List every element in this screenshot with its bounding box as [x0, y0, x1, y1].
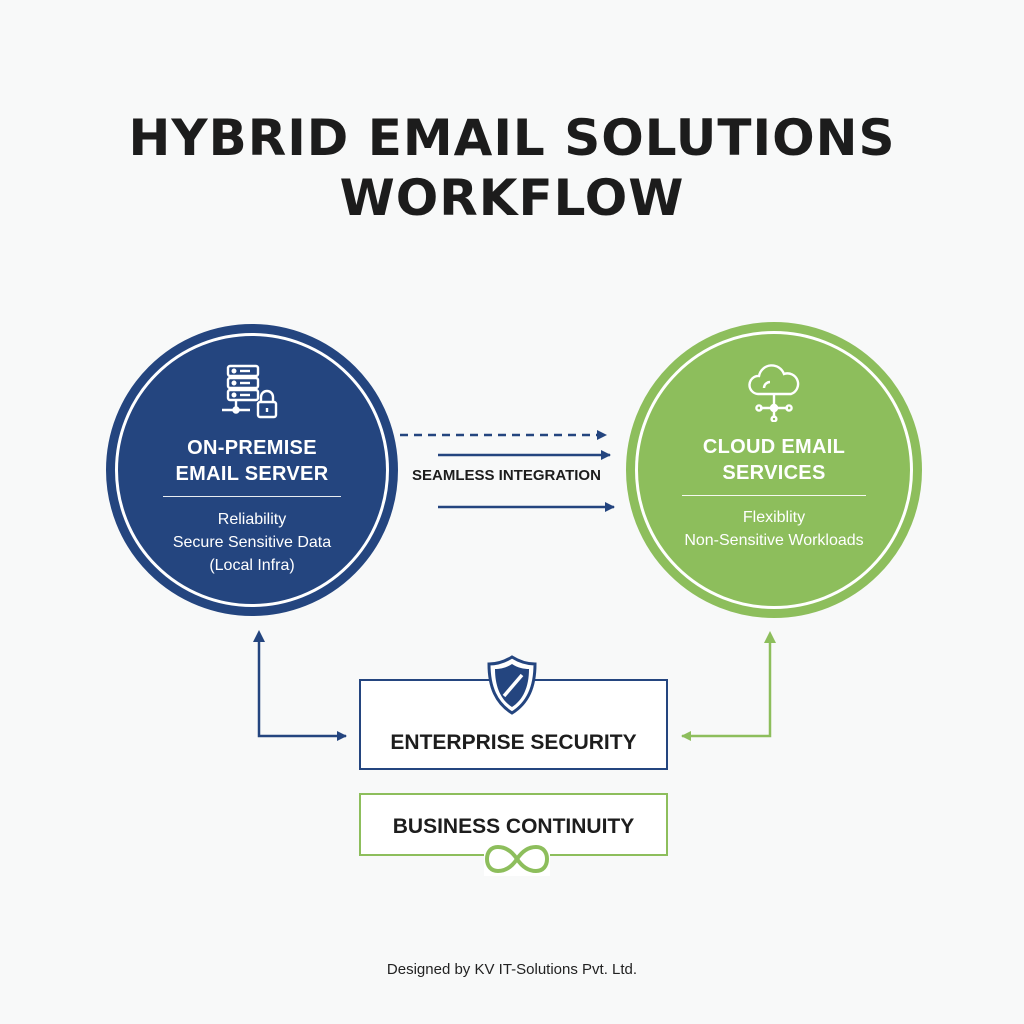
on-premise-features: Reliability Secure Sensitive Data (Local… — [112, 508, 392, 577]
feature-item: Flexiblity — [742, 509, 806, 526]
enterprise-security-label: ENTERPRISE SECURITY — [390, 731, 637, 754]
on-premise-heading-line-1: ON-PREMISE — [187, 437, 317, 459]
cloud-security-arrow — [681, 634, 772, 741]
inner-ring — [115, 333, 389, 607]
feature-item: Non-Sensitive Workloads — [684, 532, 864, 549]
enterprise-security-box: ENTERPRISE SECURITY — [359, 679, 668, 770]
title-line-1: HYBRID EMAIL SOLUTIONS — [128, 109, 896, 167]
onprem-security-arrow — [257, 633, 347, 741]
inner-ring — [635, 331, 913, 609]
cloud-features: Flexiblity Non-Sensitive Workloads — [632, 506, 916, 552]
feature-item: Secure Sensitive Data — [172, 534, 332, 551]
cloud-email-services-node: CLOUD EMAIL SERVICES Flexiblity Non-Sens… — [626, 322, 922, 618]
server-lock-icon — [220, 364, 284, 429]
feature-item: (Local Infra) — [209, 557, 295, 574]
business-continuity-label: BUSINESS CONTINUITY — [392, 815, 635, 838]
cloud-heading-line-2: SERVICES — [722, 462, 826, 484]
feature-item: Reliability — [217, 511, 287, 528]
infinity-icon — [484, 842, 550, 881]
on-premise-heading-line-2: EMAIL SERVER — [175, 463, 329, 485]
shield-icon — [486, 655, 538, 720]
cloud-network-icon — [742, 362, 806, 427]
business-continuity-box: BUSINESS CONTINUITY — [359, 793, 668, 856]
on-premise-email-server-node: ON-PREMISE EMAIL SERVER Reliability Secu… — [106, 324, 398, 616]
diagram-title: HYBRID EMAIL SOLUTIONS WORKFLOW — [0, 108, 1024, 228]
cloud-heading: CLOUD EMAIL SERVICES — [632, 434, 916, 486]
divider — [682, 495, 866, 496]
footer-credit: Designed by KV IT-Solutions Pvt. Ltd. — [386, 961, 638, 978]
on-premise-heading: ON-PREMISE EMAIL SERVER — [112, 435, 392, 487]
divider — [163, 496, 341, 497]
title-line-2: WORKFLOW — [339, 169, 685, 227]
seamless-integration-label: SEAMLESS INTEGRATION — [412, 467, 601, 484]
cloud-heading-line-1: CLOUD EMAIL — [702, 436, 846, 458]
